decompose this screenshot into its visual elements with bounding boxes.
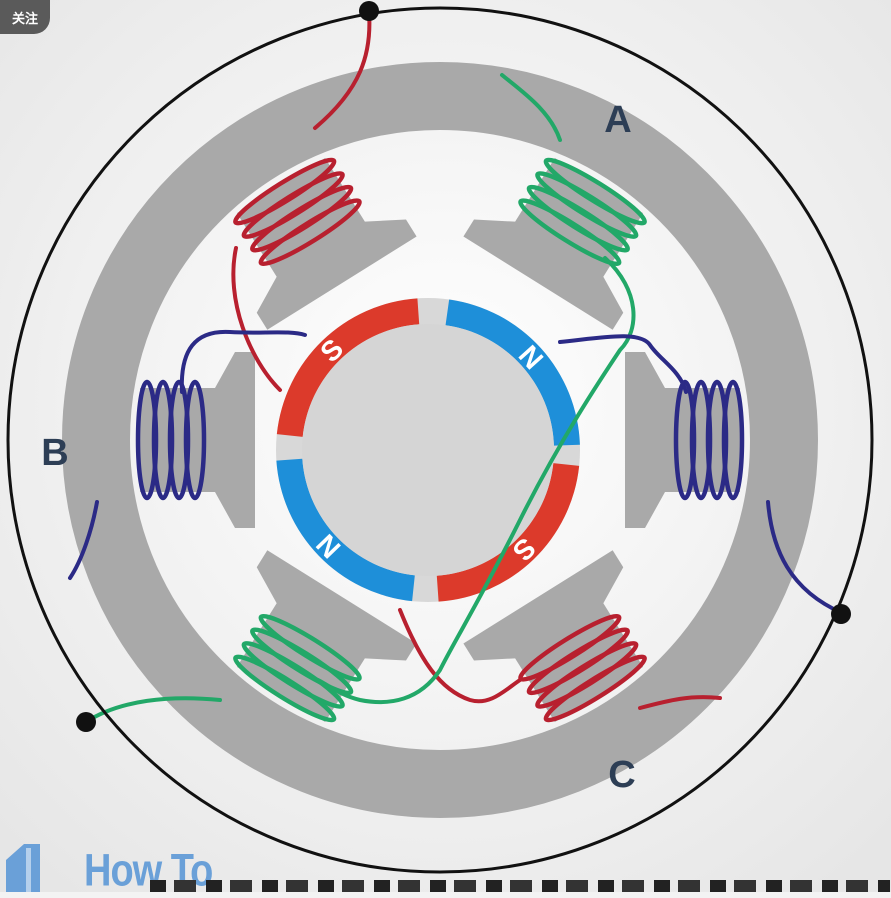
wire-phase-a-out: [84, 696, 222, 724]
stator-ring: [62, 62, 818, 818]
stator-coils: [135, 157, 745, 723]
rotor-magnet-segment: [276, 458, 415, 602]
wire-phase-a-cross: [316, 256, 636, 705]
wire-phase-c-cross: [231, 246, 282, 392]
stator-coil: [518, 157, 647, 267]
phase-label-c: C: [608, 754, 635, 796]
phase-label-a: A: [604, 99, 631, 141]
rotor-magnet-segment: [436, 463, 580, 602]
stator-coil: [233, 157, 362, 267]
watermark-caption-strip: [150, 880, 890, 892]
rotor-magnet-segment: [276, 298, 420, 437]
stator-coil: [673, 379, 745, 501]
wire-phase-b-out-left: [68, 500, 99, 580]
wire-phase-c-top: [313, 10, 372, 130]
wire-phase-c-bottom: [398, 608, 522, 704]
stator-coil: [233, 613, 362, 723]
wire-phase-a-top: [500, 73, 562, 142]
phase-label-b: B: [41, 432, 68, 474]
motor-housing: [6, 6, 874, 874]
terminal-left: [76, 712, 96, 732]
wire-phase-c-out: [638, 695, 722, 710]
wire-phase-b-left: [179, 329, 307, 394]
rotor-magnet-segment: [445, 299, 580, 446]
how-to-logo-icon: [6, 844, 40, 892]
terminal-top: [359, 1, 379, 21]
follow-button[interactable]: 关注: [0, 0, 50, 34]
stator-coil: [135, 379, 207, 501]
wire-phase-b-out-right: [766, 500, 844, 615]
wire-phase-b-right: [558, 334, 688, 394]
wiring: [68, 10, 844, 724]
terminal-right: [831, 604, 851, 624]
rotor-core: [302, 324, 554, 576]
